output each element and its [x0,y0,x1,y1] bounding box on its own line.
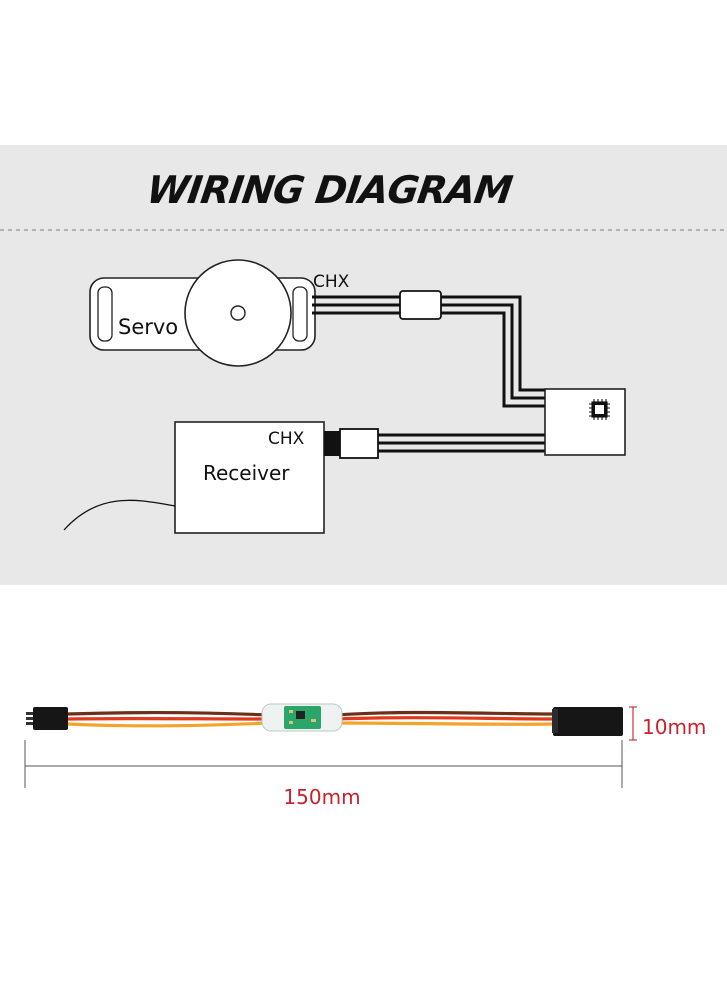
servo-connector [399,290,442,320]
receiver-connector [339,428,379,459]
female-connector [553,707,623,736]
servo-label: Servo [118,315,178,339]
receiver-cable [378,433,545,453]
length-dimension [24,740,623,788]
diagram-panel [0,145,727,585]
module-box [544,388,626,456]
chip-icon [589,399,610,420]
receiver-antenna [63,499,176,531]
height-dimension-label: 10mm [642,715,706,739]
receiver-label: Receiver [203,461,290,485]
male-pins [26,712,34,725]
servo-cable [312,295,545,408]
product-cable [26,703,623,736]
diagram-title: WIRING DIAGRAM [144,169,515,213]
male-connector [33,707,68,730]
servo-horn-hub [230,305,246,321]
receiver-body [174,421,325,534]
height-dimension [629,706,637,741]
servo-mount-right [292,286,308,342]
servo-channel-label: CHX [313,272,350,292]
receiver-plug [324,431,340,456]
servo: Servo [89,259,316,367]
length-dimension-label: 150mm [283,785,360,809]
receiver: CHX Receiver [174,421,325,534]
servo-mount-left [97,286,113,342]
receiver-channel-label: CHX [268,429,305,449]
module [544,388,626,456]
